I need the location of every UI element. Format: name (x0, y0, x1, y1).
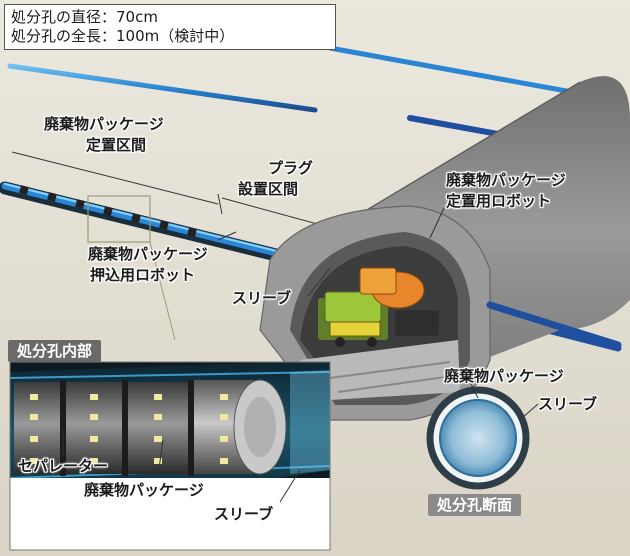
placement-robot (318, 267, 439, 347)
placement-robot-label-1: 廃棄物パッケージ (446, 171, 566, 189)
section-package-leader (469, 381, 479, 399)
inset-leaders (62, 430, 301, 503)
detail-callout-box (87, 195, 151, 243)
plug-zone-label-2: 設置区間 (238, 180, 299, 198)
placement-robot-label-2: 定置用ロボット (446, 192, 552, 210)
inset-package-label: 廃棄物パッケージ (84, 481, 204, 499)
plug-zone-label-1: プラグ (268, 159, 314, 177)
cross-section-tag: 処分孔断面 (428, 494, 522, 516)
bore-continuation (486, 301, 622, 349)
length-text: 処分孔の全長：100m（検討中） (11, 27, 235, 45)
inset-sleeve-label: スリーブ (214, 505, 274, 523)
sleeve-label: スリーブ (232, 289, 292, 307)
push-robot-label-2: 押込用ロボット (90, 266, 196, 284)
package-zone-label-1: 廃棄物パッケージ (44, 115, 164, 133)
inset-separator-label: セパレーター (18, 457, 109, 475)
detail-callout-line (149, 241, 176, 341)
cross-section-view (426, 386, 530, 490)
diameter-text: 処分孔の直径：70cm (11, 8, 158, 26)
info-box: 処分孔の直径：70cm 処分孔の全長：100m（検討中） (4, 4, 336, 50)
section-sleeve-label: スリーブ (538, 395, 598, 413)
inset-frame (9, 361, 331, 551)
push-robot-label-1: 廃棄物パッケージ (88, 245, 208, 263)
package-zone-label-2: 定置区間 (86, 136, 147, 154)
interior-inset (10, 362, 330, 550)
section-sleeve-leader (521, 403, 539, 419)
main-leaders (217, 207, 445, 297)
inside-tag: 処分孔内部 (8, 340, 102, 362)
section-package-label: 廃棄物パッケージ (444, 367, 564, 385)
